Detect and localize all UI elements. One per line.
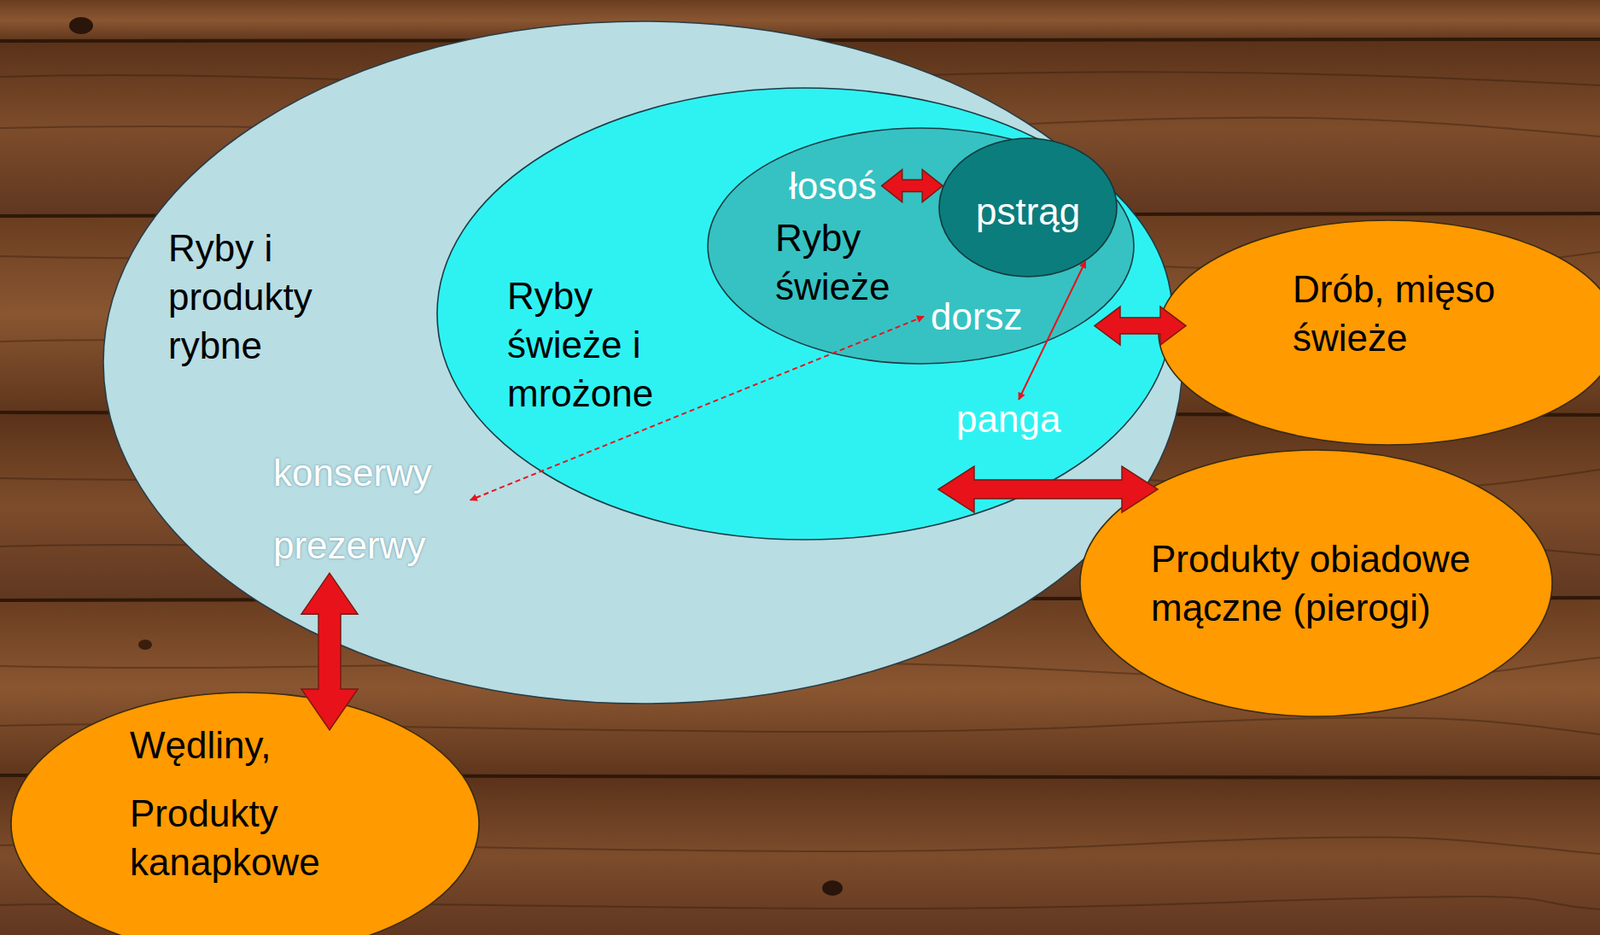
ellipse-shape (11, 692, 479, 935)
node-title: Ryby świeże i mrożone (507, 271, 670, 419)
node-title: Produkty obiadowe mączne (pierogi) (1150, 534, 1493, 632)
ellipse-shape (939, 138, 1117, 277)
ellipse-shape (1080, 449, 1553, 717)
node-title: pstrąg (975, 186, 1081, 236)
item-label: panga (956, 394, 1061, 444)
ellipse-node: Drób, mięso świeże (1157, 219, 1600, 446)
ellipse-node: Ryby świeże i mrożone panga łosośRyby świe… (436, 87, 1174, 541)
item-label: łosoś (788, 161, 877, 211)
ellipse-shape (707, 128, 1134, 364)
node-title: Ryby świeże (775, 213, 912, 311)
item-label: dorsz (930, 291, 1023, 341)
node-title: Ryby i produkty rybne (168, 223, 357, 371)
ellipse-node: Produkty obiadowe mączne (pierogi) (1079, 449, 1554, 718)
ellipse-shape (437, 87, 1173, 540)
ellipse-shape (1158, 220, 1600, 445)
ellipse-outline (1079, 449, 1554, 718)
item-label: konserwy (273, 448, 433, 497)
ellipse-node: Wędliny, Produkty kanapkowe (10, 691, 480, 935)
ellipse-node: pstrąg (938, 137, 1118, 278)
item-label: prezerwy (273, 520, 427, 570)
ellipse-outline (102, 20, 1184, 705)
node-title: Wędliny, (129, 720, 271, 770)
ellipse-outline (706, 127, 1135, 365)
node-title: Produkty kanapkowe (129, 788, 344, 887)
ellipse-shape (103, 21, 1183, 704)
node-title: Drób, mięso świeże (1292, 264, 1507, 363)
ellipse-node: łosośRyby świeże dorsz pstrąg (706, 127, 1135, 365)
ellipse-node: Ryby i produkty rybnekonserwyprezerwyRyb… (102, 20, 1184, 705)
